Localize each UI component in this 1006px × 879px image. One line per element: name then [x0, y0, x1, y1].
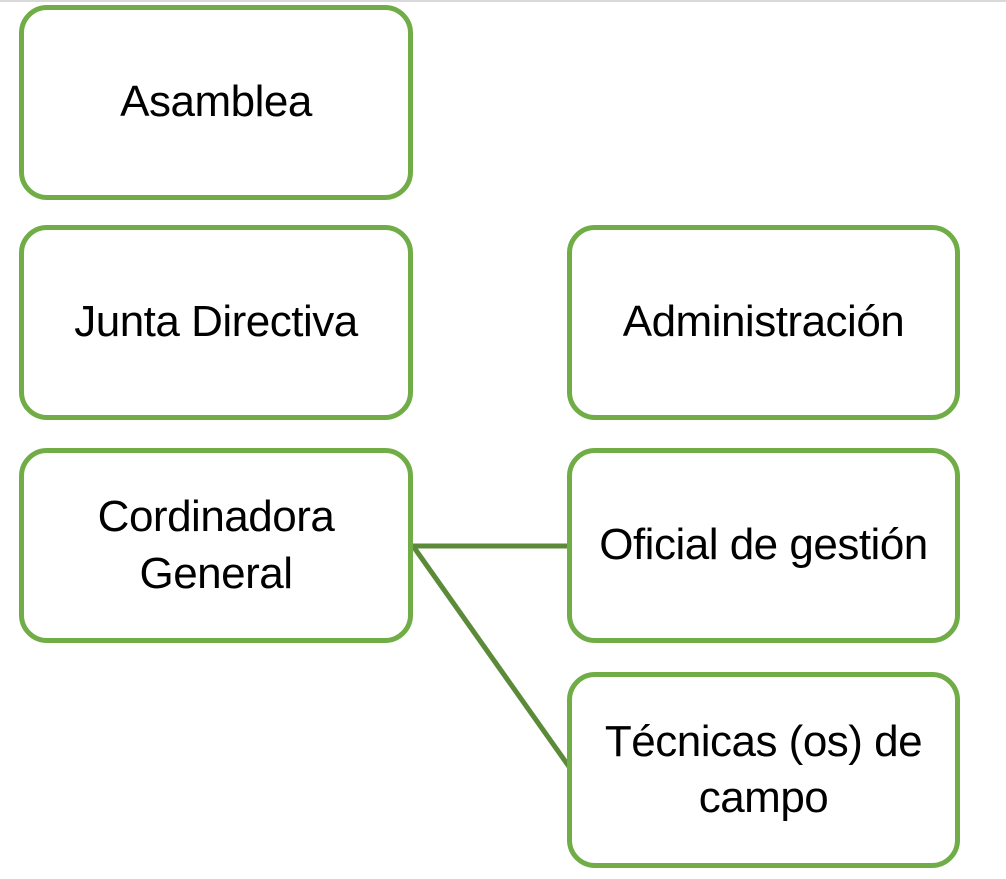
node-cordinadora-general: Cordinadora General: [19, 448, 413, 643]
node-asamblea: Asamblea: [19, 5, 413, 200]
node-tecnicas-de-campo: Técnicas (os) de campo: [567, 672, 960, 868]
node-asamblea-label: Asamblea: [120, 77, 312, 127]
node-administracion-label: Administración: [622, 297, 905, 347]
node-junta-directiva: Junta Directiva: [19, 225, 413, 420]
connector-cordinadora-tecnicas: [410, 544, 573, 770]
slide-top-edge: [0, 0, 1006, 2]
node-junta-directiva-label: Junta Directiva: [74, 297, 358, 347]
node-cordinadora-general-label: Cordinadora General: [97, 492, 335, 598]
node-administracion: Administración: [567, 225, 960, 420]
node-oficial-de-gestion: Oficial de gestión: [567, 448, 960, 643]
node-tecnicas-de-campo-label: Técnicas (os) de campo: [604, 716, 923, 822]
node-oficial-de-gestion-label: Oficial de gestión: [599, 520, 928, 570]
